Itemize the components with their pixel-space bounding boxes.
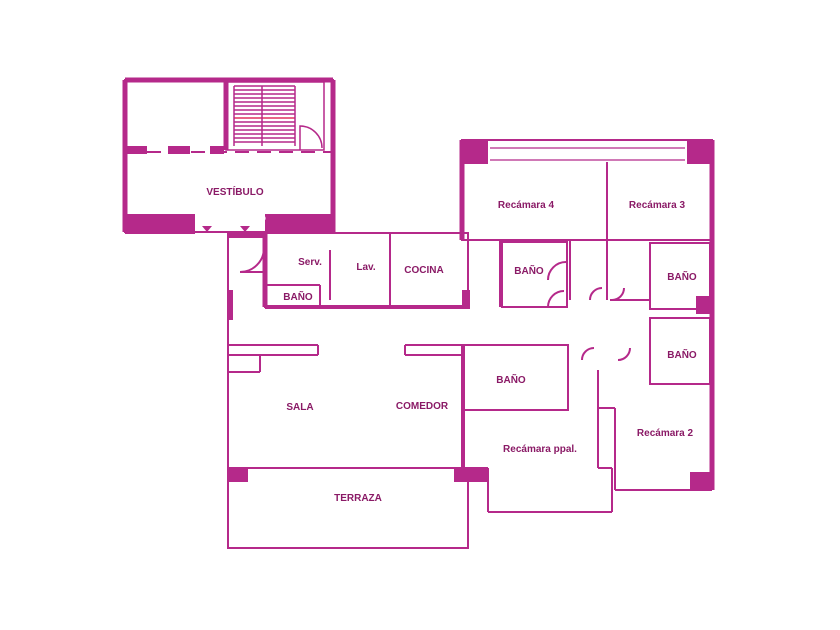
label-bano-r4: BAÑO (514, 264, 544, 277)
label-recamara-ppal: Recámara ppal. (503, 444, 577, 455)
solid-columns (228, 140, 713, 490)
label-recamara-2: Recámara 2 (637, 428, 694, 439)
label-lav: Lav. (356, 262, 375, 273)
label-bano-r3: BAÑO (667, 270, 697, 283)
label-recamara-4: Recámara 4 (498, 200, 555, 211)
label-vestibulo: VESTÍBULO (206, 185, 263, 198)
label-comedor: COMEDOR (396, 401, 449, 412)
label-cocina: COCINA (404, 265, 443, 276)
label-acceso-1: acceso (195, 213, 229, 224)
label-recamara-3: Recámara 3 (629, 200, 686, 211)
vestibule-block (122, 77, 336, 233)
label-sala: SALA (286, 402, 313, 413)
label-bano-serv: BAÑO (283, 290, 313, 303)
label-bano-r2: BAÑO (667, 348, 697, 361)
label-acceso-2: acceso (232, 213, 266, 224)
staircase (223, 81, 325, 151)
label-terraza: TERRAZA (334, 493, 382, 504)
vestibule-walls (125, 146, 335, 234)
label-bano-ppal: BAÑO (496, 373, 526, 386)
label-serv: Serv. (298, 257, 322, 268)
